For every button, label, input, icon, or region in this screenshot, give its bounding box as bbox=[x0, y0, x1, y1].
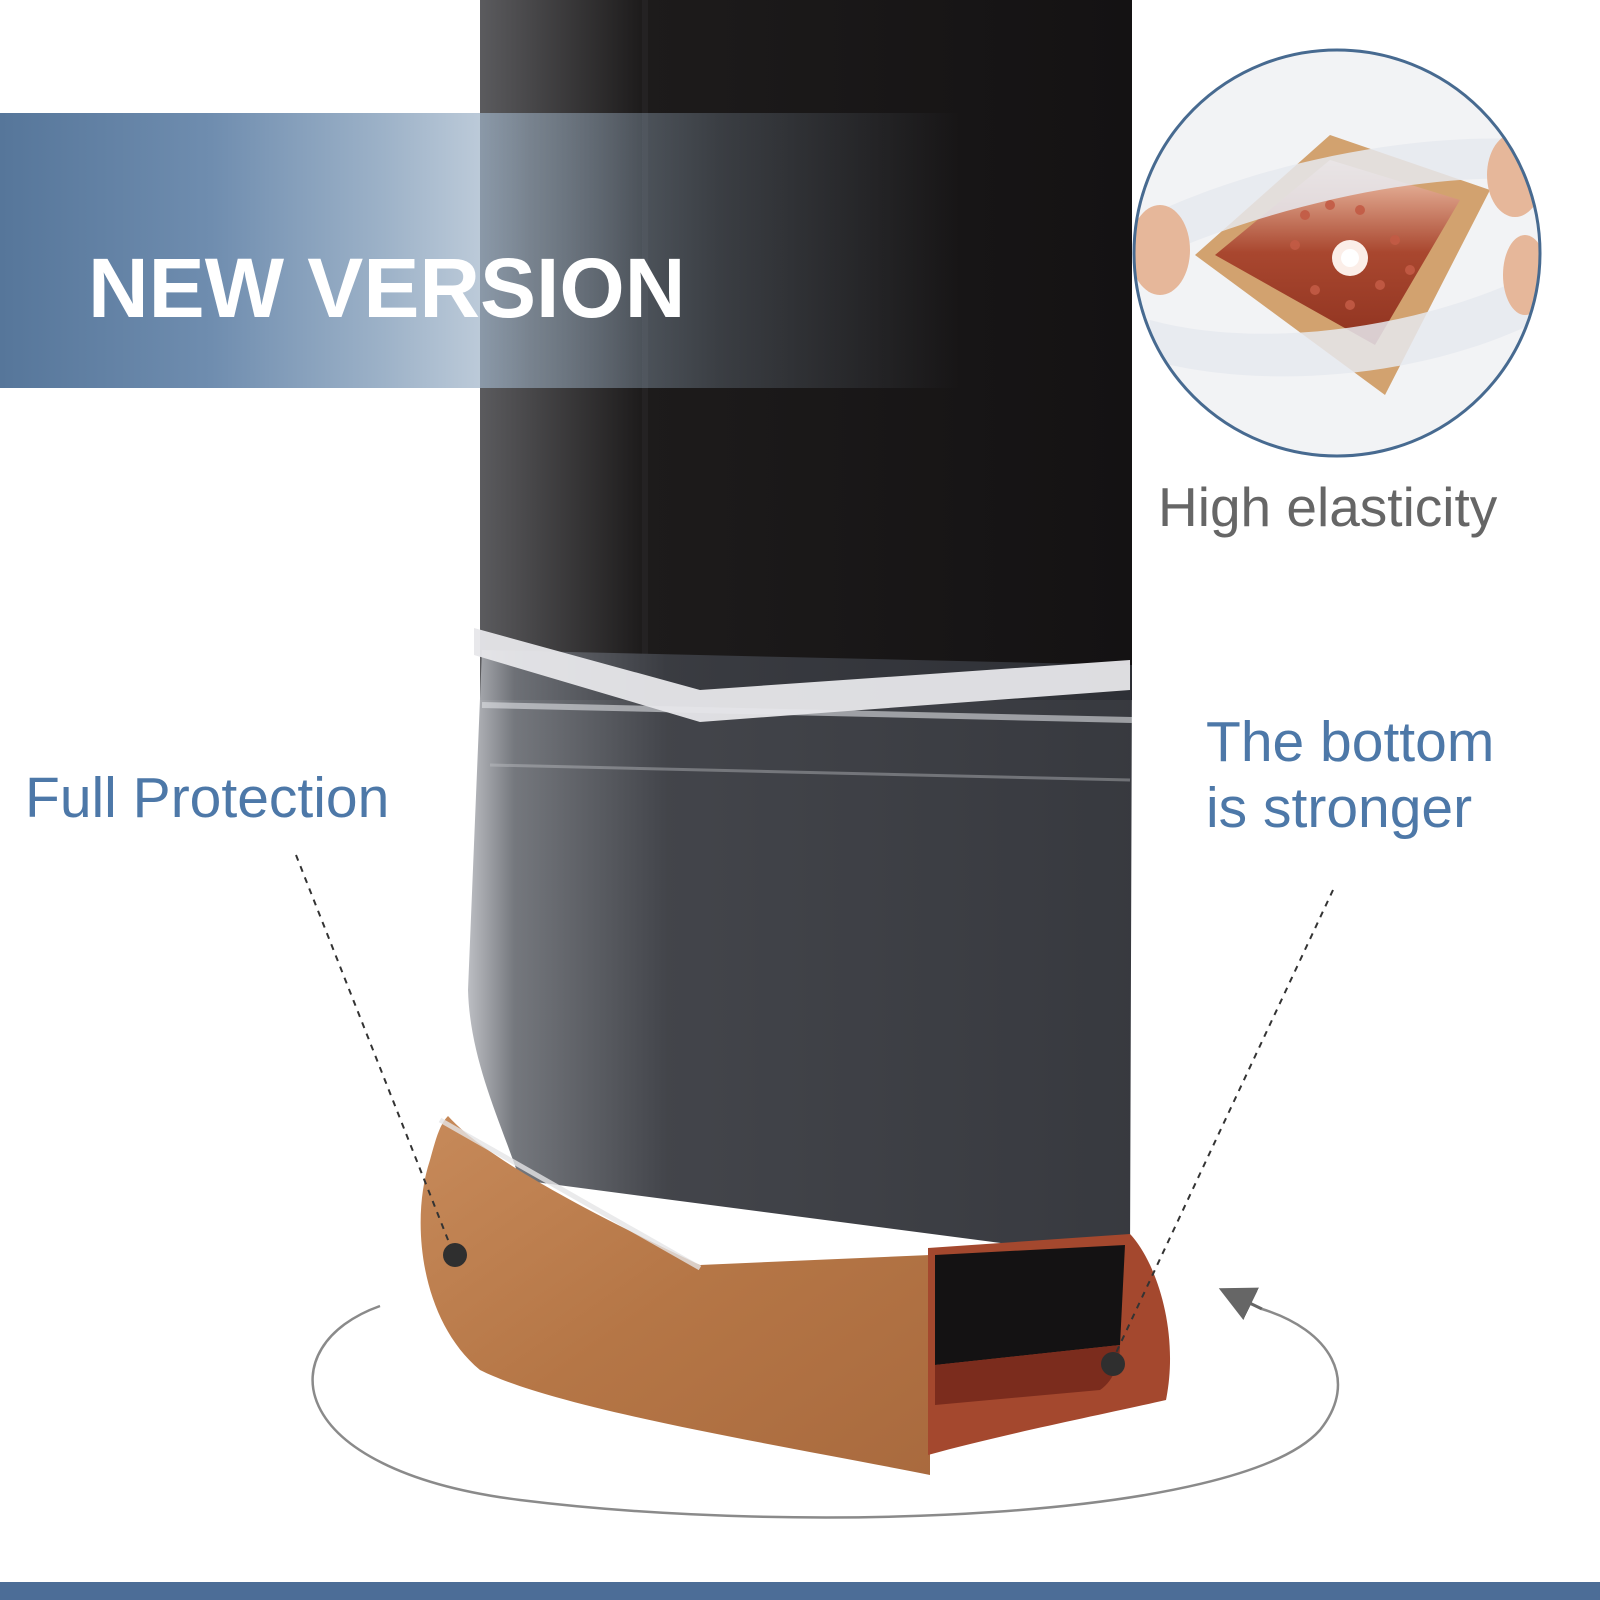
cutaway-bottom bbox=[928, 1234, 1171, 1455]
silicone-sleeve bbox=[468, 628, 1133, 1260]
sleeve-rim bbox=[474, 628, 1130, 722]
bottom-stronger-line-2: is stronger bbox=[1206, 775, 1473, 840]
left-finger bbox=[1134, 205, 1190, 295]
rotation-ellipse bbox=[311, 1287, 1340, 1519]
protection-callout-line bbox=[295, 854, 467, 1267]
footer-bar bbox=[0, 1582, 1600, 1600]
elasticity-inset bbox=[1132, 48, 1542, 458]
banner-title: NEW VERSION bbox=[88, 241, 686, 335]
rotation-arrow-icon bbox=[1218, 1287, 1263, 1321]
bottom-stronger-line-1: The bottom bbox=[1206, 710, 1495, 774]
full-protection-label: Full Protection bbox=[25, 766, 390, 830]
felt-pad bbox=[420, 1116, 930, 1475]
bottom-stronger-label: The bottom is stronger bbox=[1206, 710, 1494, 841]
callout-dot-icon bbox=[1101, 1352, 1125, 1376]
new-version-banner bbox=[0, 113, 960, 388]
stretched-silicone-bottom bbox=[1150, 270, 1540, 377]
bottom-callout-line bbox=[1101, 889, 1334, 1376]
stretched-silicone-top bbox=[1140, 138, 1540, 260]
callout-dot-icon bbox=[443, 1243, 467, 1267]
elasticity-label: High elasticity bbox=[1158, 476, 1498, 538]
